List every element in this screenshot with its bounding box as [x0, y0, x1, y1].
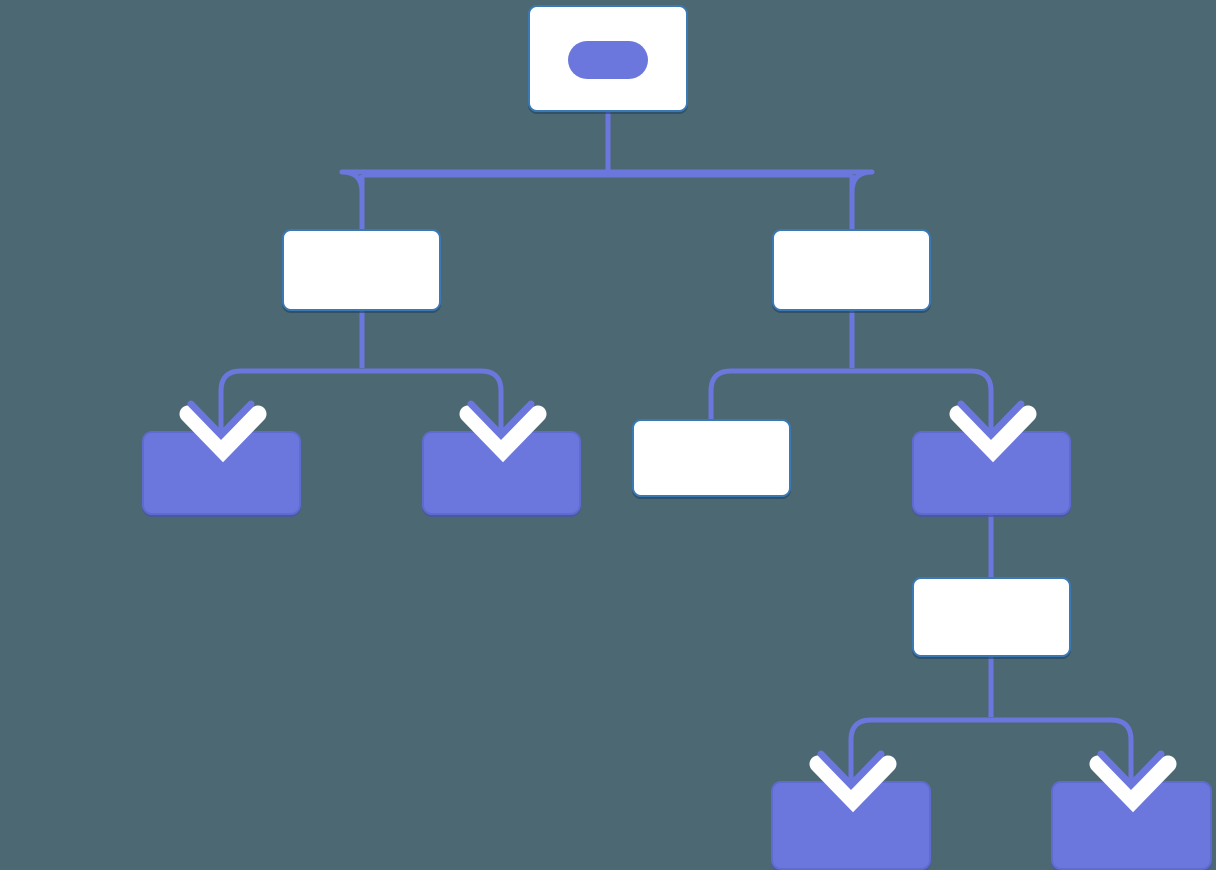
diagram-node-n6[interactable] — [632, 419, 791, 497]
diagram-node-n3[interactable] — [772, 229, 931, 311]
diagram-node-n2[interactable] — [282, 229, 441, 311]
diagram-node-n8[interactable] — [912, 577, 1071, 657]
diagram-node-n7[interactable] — [912, 431, 1071, 515]
diagram-node-n9[interactable] — [771, 781, 931, 870]
diagram-node-n4[interactable] — [142, 431, 301, 515]
diagram-node-n5[interactable] — [422, 431, 581, 515]
node-n1-pill-badge — [568, 41, 648, 79]
diagram-node-n10[interactable] — [1051, 781, 1212, 870]
